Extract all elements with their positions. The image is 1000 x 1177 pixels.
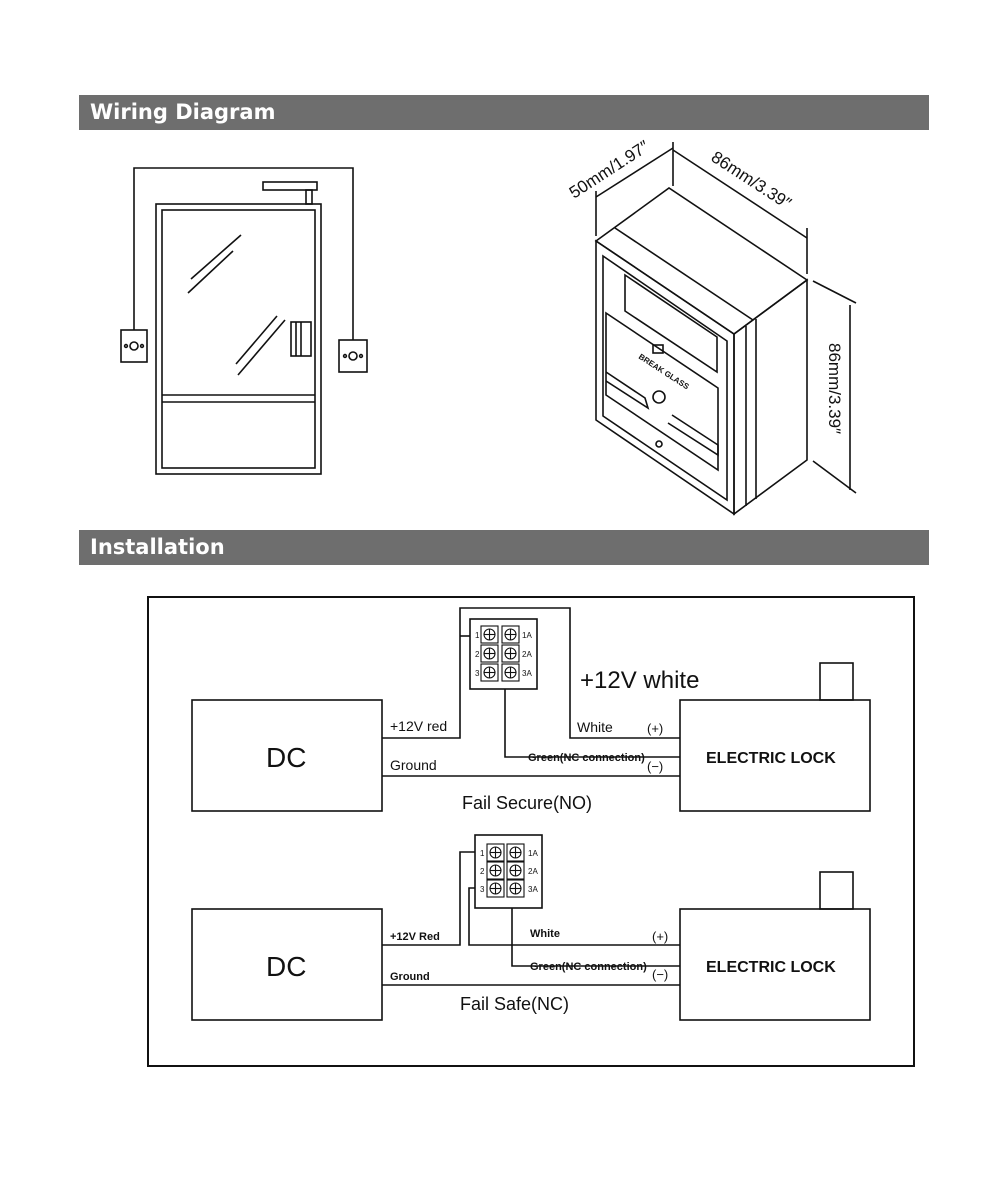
dc-box-2 [191,908,383,1021]
dc-box-1 [191,699,383,812]
electric-lock-label-1: ELECTRIC LOCK [706,750,836,767]
section-header-wiring: Wiring Diagram [79,95,929,130]
white-wire-note: +12V white [580,667,699,694]
door-wiring-loop [133,167,354,340]
terminal-block-1 [469,618,538,690]
wire-red-white-1 [382,607,680,739]
terminal-label-3-left-2: 3 [480,885,485,894]
minus-label-2: (−) [652,967,668,982]
plus-label-2: (+) [652,929,668,944]
terminal-label-3a: 3A [522,669,532,678]
wire-white-label-2: White [530,928,560,940]
terminal-block-2 [474,834,543,909]
door-frame-inner [161,209,316,469]
break-glass-label: BREAK GLASS [637,352,691,392]
installation-frame [147,596,915,1067]
glass-reflection [190,234,242,280]
wire-red-label-1: +12V red [390,718,447,734]
terminal-label-3a-2: 3A [528,885,538,894]
terminal-label-2-left: 2 [475,650,480,659]
lock-box-1 [679,699,871,812]
minus-label-1: (−) [647,759,663,774]
wire-green-2 [511,908,680,967]
terminal-screws-1 [480,625,520,682]
lock-cylinder-1 [819,662,854,701]
wire-ground-label-2: Ground [390,971,430,983]
lock-box-2 [679,908,871,1021]
terminal-label-1-left-2: 1 [480,849,485,858]
wire-white-label-1: White [577,719,613,735]
terminal-label-1-left: 1 [475,631,480,640]
wire-ground-label-1: Ground [390,757,437,773]
fail-safe-circuit [191,834,871,1021]
wire-red-2 [382,851,475,946]
wire-green-label-2: Green(NC connection) [530,961,647,973]
electric-lock-label-2: ELECTRIC LOCK [706,959,836,976]
door-illustration [120,167,368,475]
installation-title: Installation [90,535,225,559]
wiring-diagram-title: Wiring Diagram [90,100,276,124]
fail-safe-caption: Fail Safe(NC) [460,994,569,1014]
switch-box-left [120,329,148,363]
plus-label-1: (+) [647,721,663,736]
dimension-width-label: 86mm/3.39″ [708,147,795,213]
wire-white-2 [468,887,680,946]
door-closer-icon [262,181,318,191]
break-glass-button [652,390,666,404]
wire-green-label-1: Green(NC connection) [528,752,645,764]
fail-secure-circuit [191,607,871,812]
wire-red-label-2: +12V Red [390,931,440,943]
terminal-screws-2 [486,843,525,898]
dc-label-2: DC [266,951,306,982]
terminal-label-2a-2: 2A [528,867,538,876]
dimension-height-label: 86mm/3.39″ [825,343,844,434]
terminal-label-2-left-2: 2 [480,867,485,876]
dc-label-1: DC [266,742,306,773]
terminal-label-1a-2: 1A [528,849,538,858]
section-header-installation: Installation [79,530,929,565]
terminal-label-3-left: 3 [475,669,480,678]
door-frame-outer [155,203,322,475]
fail-secure-caption: Fail Secure(NO) [462,793,592,813]
break-glass-unit-illustration [594,142,857,516]
terminal-label-1a: 1A [522,631,532,640]
switch-box-right [338,339,368,373]
lock-cylinder-2 [819,871,854,910]
wire-green-1 [504,689,680,758]
terminal-label-2a: 2A [522,650,532,659]
